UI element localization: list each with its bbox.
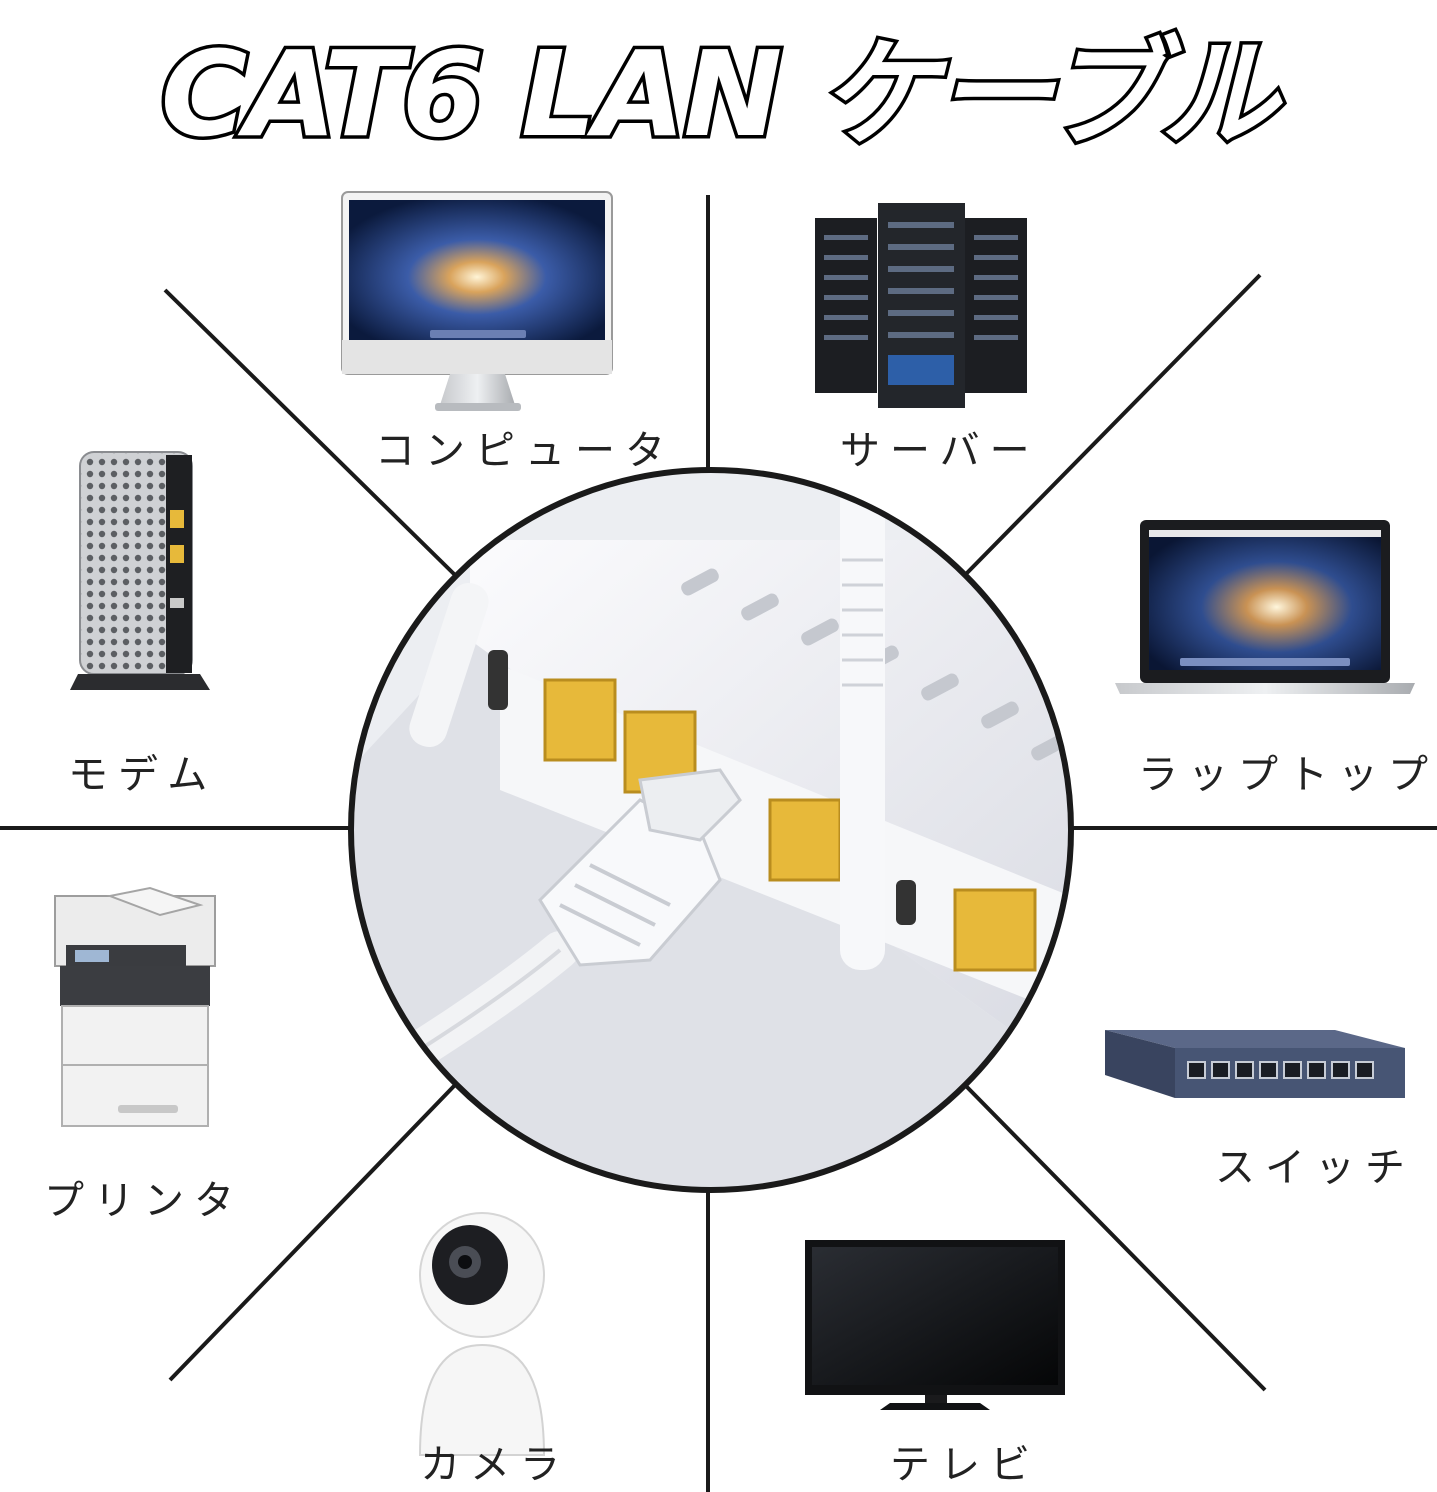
divider-line-top-right <box>963 273 1262 577</box>
label-modem: モデム <box>68 752 218 798</box>
divider-line-bottom-right <box>963 1083 1267 1392</box>
server-image <box>815 203 1027 408</box>
divider-line-top-left <box>163 288 457 577</box>
page-title: CAT6 LAN ケーブル <box>157 21 1282 166</box>
camera-image <box>418 1212 546 1456</box>
computer-image <box>341 191 613 411</box>
printer-image <box>54 886 216 1127</box>
tv-image <box>805 1240 1065 1410</box>
label-tv: テレビ <box>890 1442 1040 1488</box>
switch-image <box>1105 1030 1405 1098</box>
label-switch: スイッチ <box>1215 1145 1415 1191</box>
laptop-image <box>1115 520 1415 694</box>
label-computer: コンピュータ <box>375 428 675 474</box>
label-camera: カメラ <box>420 1442 570 1488</box>
divider-line-bottom-left <box>168 1083 457 1382</box>
router-photo <box>348 467 1074 1193</box>
divider-lines <box>0 195 1437 1492</box>
label-printer: プリンタ <box>44 1178 244 1224</box>
label-server: サーバー <box>840 428 1040 474</box>
modem-image <box>70 451 210 690</box>
label-laptop: ラップトップ <box>1138 752 1437 798</box>
